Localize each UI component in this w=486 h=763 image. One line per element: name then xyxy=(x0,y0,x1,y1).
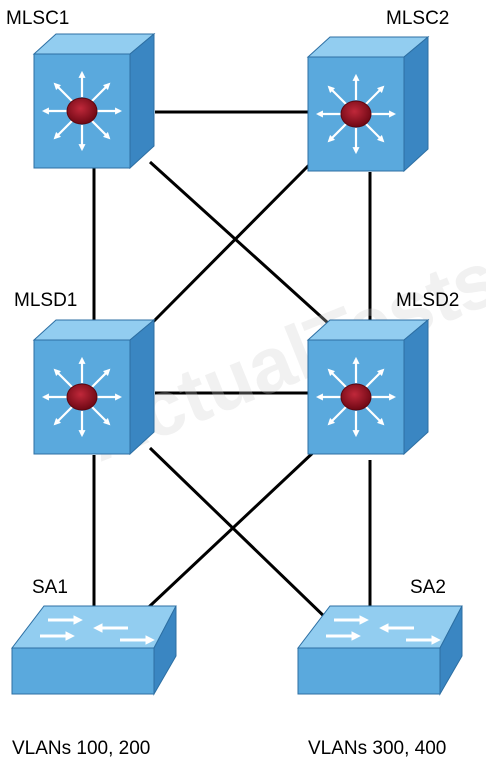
switch-sa1[interactable] xyxy=(10,605,177,696)
switch-mlsd2[interactable] xyxy=(306,318,430,456)
access-switch-icon xyxy=(296,605,463,696)
link-mlsc1-mlsd2 xyxy=(148,160,330,325)
label-mlsc1: MLSC1 xyxy=(6,8,69,29)
vlans-sa1: VLANs 100, 200 xyxy=(12,738,150,759)
switch-mlsc2[interactable] xyxy=(306,35,430,173)
label-mlsc2: MLSC2 xyxy=(386,8,449,29)
label-sa1: SA1 xyxy=(32,577,68,598)
vlans-sa2: VLANs 300, 400 xyxy=(308,738,446,759)
switch-mlsc1[interactable] xyxy=(32,32,156,170)
multilayer-switch-icon xyxy=(306,35,430,173)
link-mlsd1-sa2 xyxy=(148,446,332,624)
link-mlsc2-mlsd1 xyxy=(148,162,312,327)
link-mlsd2-sa1 xyxy=(133,446,320,622)
multilayer-switch-icon xyxy=(32,32,156,170)
label-mlsd1: MLSD1 xyxy=(14,290,77,311)
label-mlsd2: MLSD2 xyxy=(396,290,459,311)
access-switch-icon xyxy=(10,605,177,696)
multilayer-switch-icon xyxy=(32,318,156,456)
links xyxy=(92,110,372,624)
label-sa2: SA2 xyxy=(410,577,446,598)
switch-sa2[interactable] xyxy=(296,605,463,696)
multilayer-switch-icon xyxy=(306,318,430,456)
switch-mlsd1[interactable] xyxy=(32,318,156,456)
